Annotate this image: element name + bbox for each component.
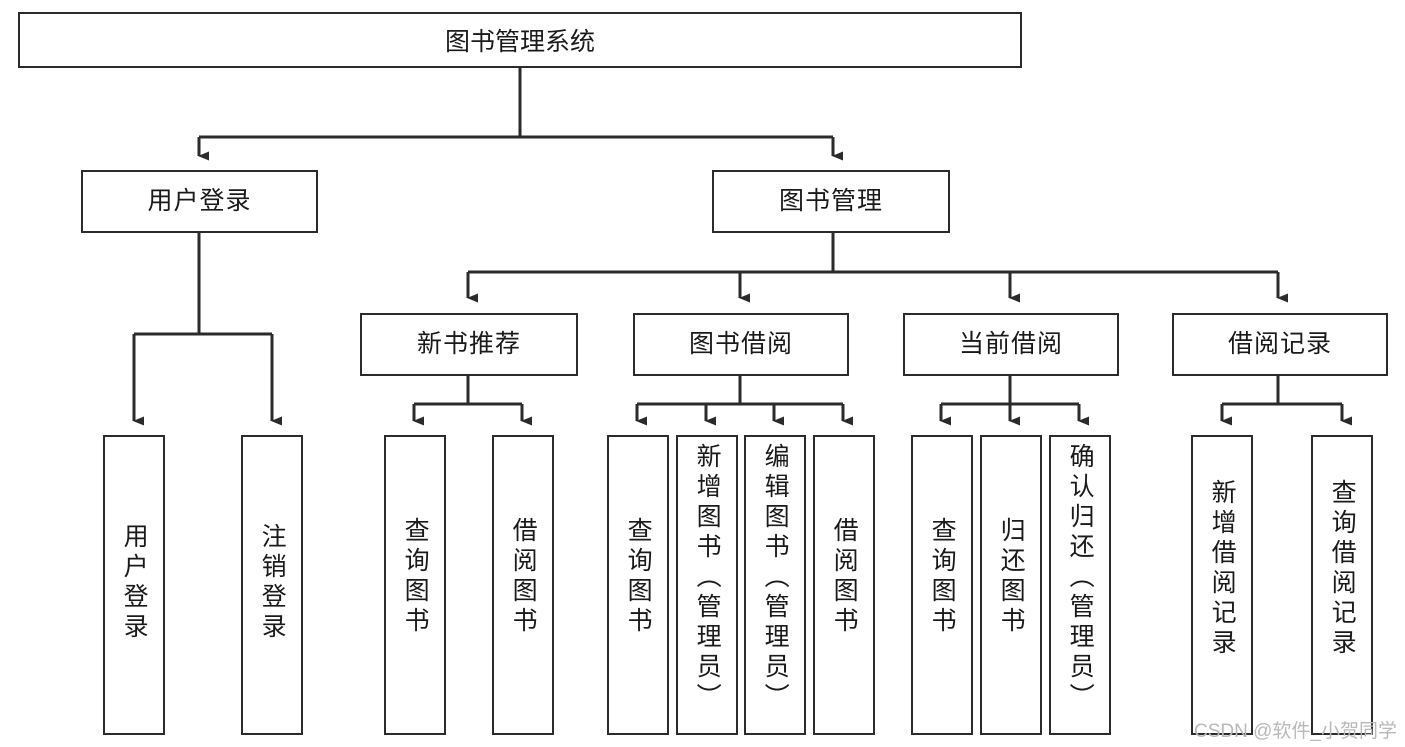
leaf-borrow-book-newbook-label: 借阅图书 <box>509 517 538 637</box>
leaf-add-book-admin[interactable]: 新增图书（管理员） <box>676 435 738 735</box>
node-book-borrow-label: 图书借阅 <box>688 329 793 358</box>
leaf-borrow-book-newbook[interactable]: 借阅图书 <box>492 435 554 735</box>
leaf-add-book-admin-label: 新增图书（管理员） <box>693 443 722 713</box>
leaf-query-book-borrow[interactable]: 查询图书 <box>607 435 669 735</box>
leaf-query-book-newbook[interactable]: 查询图书 <box>384 435 446 735</box>
node-new-book-recommend-label: 新书推荐 <box>416 329 521 358</box>
leaf-query-book-current-label: 查询图书 <box>928 517 957 637</box>
leaf-return-book[interactable]: 归还图书 <box>980 435 1042 735</box>
leaf-query-borrow-record[interactable]: 查询借阅记录 <box>1311 435 1373 735</box>
leaf-return-book-label: 归还图书 <box>997 517 1026 637</box>
node-borrow-record-label: 借阅记录 <box>1227 329 1332 358</box>
leaf-edit-book-admin[interactable]: 编辑图书（管理员） <box>744 435 806 735</box>
node-user-login[interactable]: 用户登录 <box>81 170 318 233</box>
leaf-confirm-return-admin[interactable]: 确认归还（管理员） <box>1049 435 1111 735</box>
leaf-logout-label: 注销登录 <box>258 523 287 643</box>
node-current-borrow[interactable]: 当前借阅 <box>903 313 1119 376</box>
leaf-confirm-return-admin-label: 确认归还（管理员） <box>1066 443 1095 713</box>
node-book-management-label: 图书管理 <box>778 186 883 215</box>
leaf-borrow-book-borrow-label: 借阅图书 <box>830 517 859 637</box>
leaf-query-borrow-record-label: 查询借阅记录 <box>1328 479 1357 659</box>
node-book-borrow[interactable]: 图书借阅 <box>633 313 849 376</box>
node-current-borrow-label: 当前借阅 <box>958 329 1063 358</box>
leaf-add-borrow-record-label: 新增借阅记录 <box>1208 479 1237 659</box>
leaf-logout[interactable]: 注销登录 <box>241 435 303 735</box>
node-root-label: 图书管理系统 <box>444 28 595 56</box>
leaf-edit-book-admin-label: 编辑图书（管理员） <box>761 443 790 713</box>
node-new-book-recommend[interactable]: 新书推荐 <box>360 313 578 376</box>
leaf-query-book-current[interactable]: 查询图书 <box>911 435 973 735</box>
node-user-login-label: 用户登录 <box>147 186 252 215</box>
leaf-user-login[interactable]: 用户登录 <box>103 435 165 735</box>
node-book-management[interactable]: 图书管理 <box>712 170 950 233</box>
leaf-query-book-borrow-label: 查询图书 <box>624 517 653 637</box>
node-root-system[interactable]: 图书管理系统 <box>18 12 1022 68</box>
leaf-borrow-book-borrow[interactable]: 借阅图书 <box>813 435 875 735</box>
node-borrow-record[interactable]: 借阅记录 <box>1172 313 1388 376</box>
leaf-user-login-label: 用户登录 <box>120 523 149 643</box>
leaf-add-borrow-record[interactable]: 新增借阅记录 <box>1191 435 1253 735</box>
leaf-query-book-newbook-label: 查询图书 <box>401 517 430 637</box>
csdn-watermark: CSDN @软件_小贺同学 <box>1194 721 1397 742</box>
